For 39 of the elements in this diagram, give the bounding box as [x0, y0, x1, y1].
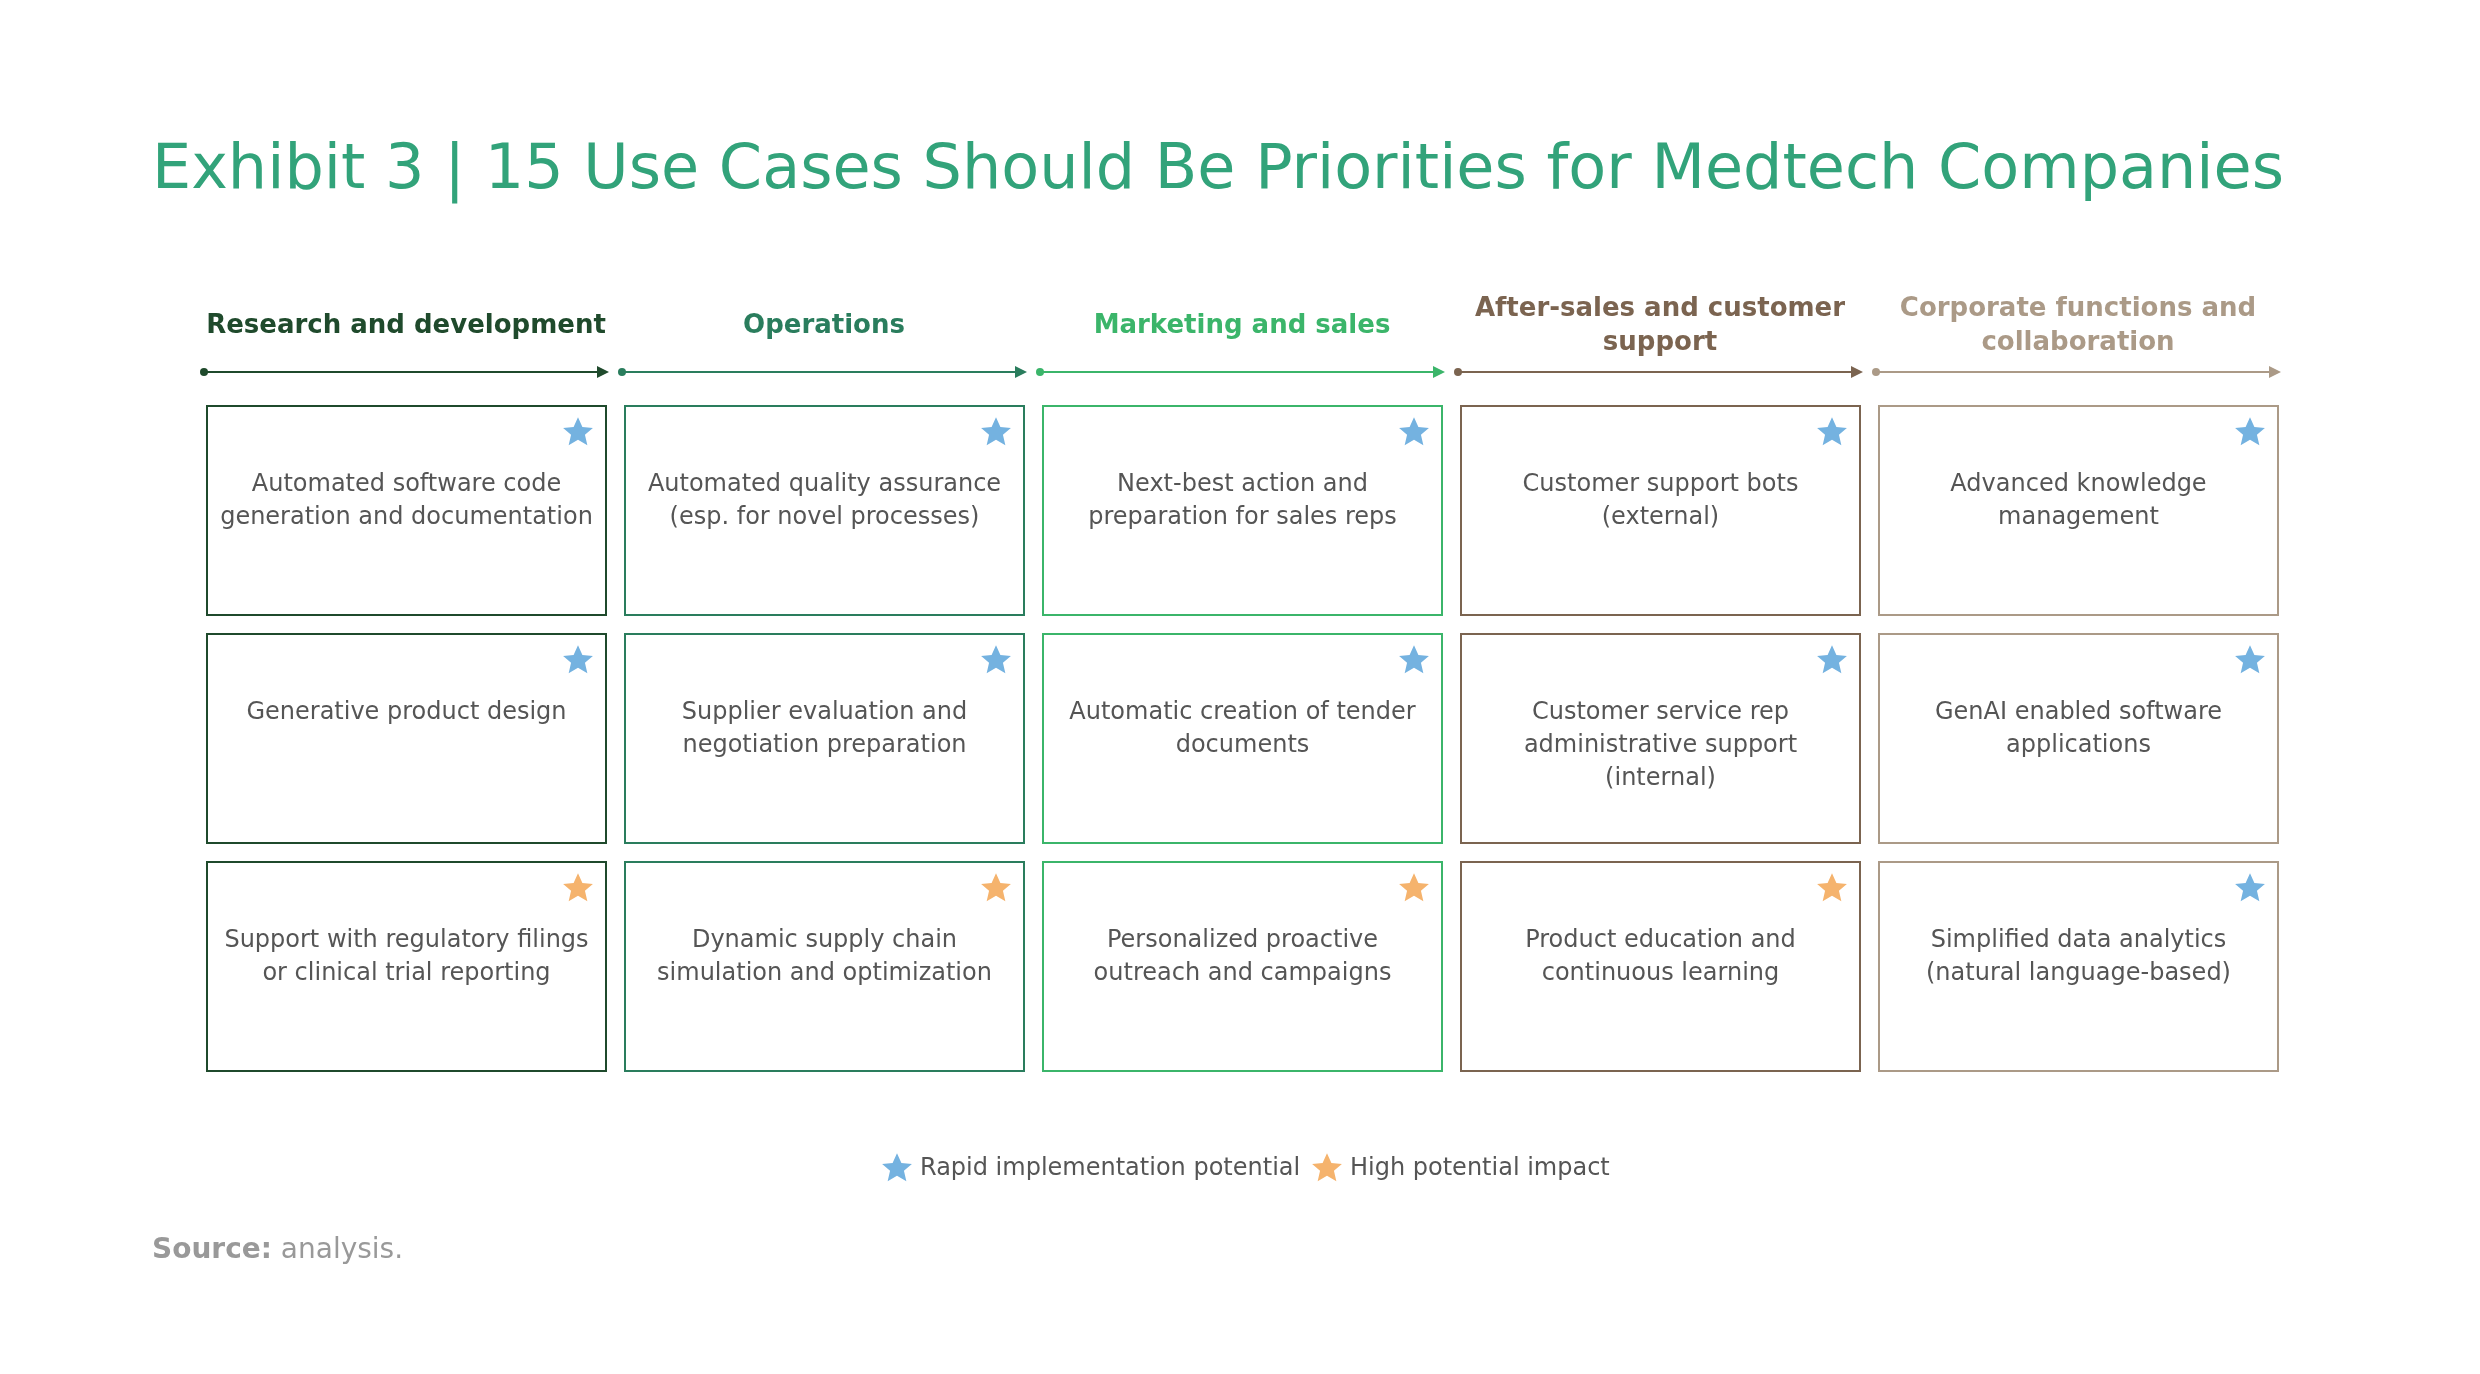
- card-text: Automated quality assurance (esp. for novel processes): [646, 468, 1003, 532]
- card-text: Automatic creation of tender documents: [1068, 696, 1417, 760]
- use-case-card: [1042, 633, 1443, 844]
- use-case-card: [1042, 861, 1443, 1072]
- legend-text: Rapid implementation potential: [920, 1153, 1301, 1181]
- use-case-card: [624, 633, 1025, 844]
- use-case-card: [1042, 405, 1443, 616]
- card-text: Customer support bots (external): [1521, 468, 1800, 532]
- use-case-card: [206, 861, 607, 1072]
- card-text: Dynamic supply chain simulation and optimization: [656, 924, 993, 988]
- use-case-card: [1878, 861, 2279, 1072]
- use-case-card: [1878, 405, 2279, 616]
- card-text: Generative product design: [245, 696, 568, 727]
- card-text: Supplier evaluation and negotiation preparation: [680, 696, 969, 760]
- title-text: Exhibit 3 | 15 Use Cases Should Be Priorities for Medtech Companies: [152, 130, 2284, 203]
- column-heading: After-sales and customer support: [1473, 291, 1847, 358]
- card-text: Personalized proactive outreach and campaigns: [1092, 924, 1393, 988]
- use-case-card: [1460, 405, 1861, 616]
- use-case-card: [1878, 633, 2279, 844]
- use-case-card: [206, 633, 607, 844]
- card-text: Next-best action and preparation for sales reps: [1087, 468, 1398, 532]
- card-text: Customer service rep administrative support (internal): [1522, 696, 1799, 793]
- card-text: Support with regulatory filings or clinical trial reporting: [223, 924, 590, 988]
- column-heading: Operations: [742, 308, 906, 341]
- card-text: Advanced knowledge management: [1949, 468, 2208, 532]
- column-heading: Research and development: [206, 308, 606, 341]
- use-case-card: [624, 405, 1025, 616]
- card-text: Automated software code generation and documentation: [219, 468, 594, 532]
- use-case-card: [206, 405, 607, 616]
- card-text: Simplified data analytics (natural language-based): [1925, 924, 2232, 988]
- use-case-card: [1460, 861, 1861, 1072]
- source-note: Source: analysis.: [152, 1232, 404, 1265]
- use-case-card: [624, 861, 1025, 1072]
- column-heading: Corporate functions and collaboration: [1898, 291, 2258, 358]
- card-text: GenAI enabled software applications: [1934, 696, 2223, 760]
- use-case-card: [1460, 633, 1861, 844]
- legend-text: High potential impact: [1350, 1153, 1610, 1181]
- column-heading: Marketing and sales: [1092, 308, 1392, 341]
- card-text: Product education and continuous learning: [1524, 924, 1797, 988]
